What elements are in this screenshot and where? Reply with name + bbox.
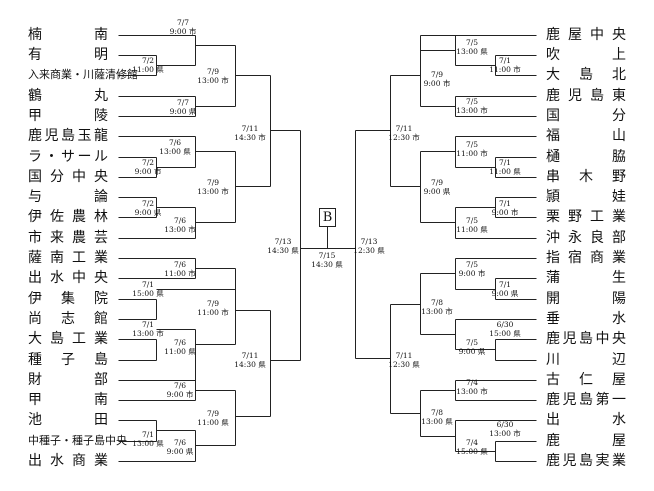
team-right-22: 鹿児島実業 — [546, 453, 626, 469]
team-right-17: 川辺 — [546, 352, 626, 368]
team-left-4: 鶴丸 — [28, 88, 108, 104]
team-left-1: 楠南 — [28, 27, 108, 43]
team-left-16: 大島工業 — [28, 331, 108, 347]
team-right-3: 大島北 — [546, 67, 626, 83]
team-left-10: 伊佐農林 — [28, 209, 108, 225]
team-left-3: 入来商業・川薩清修館 — [28, 68, 138, 81]
team-left-6: 鹿児島玉龍 — [28, 128, 108, 144]
team-left-20: 池田 — [28, 412, 108, 428]
team-right-5: 国分 — [546, 108, 626, 124]
team-right-14: 開陽 — [546, 291, 626, 307]
team-left-11: 市来農芸 — [28, 230, 108, 246]
team-left-15: 尚志館 — [28, 311, 108, 327]
team-right-6: 福山 — [546, 128, 626, 144]
team-left-22: 出水商業 — [28, 453, 108, 469]
team-right-4: 鹿児島東 — [546, 88, 626, 104]
team-left-21: 中種子・種子島中央 — [28, 434, 127, 447]
team-right-2: 吹上 — [546, 47, 626, 63]
team-right-16: 鹿児島中央 — [546, 331, 626, 347]
team-right-9: 頴娃 — [546, 189, 626, 205]
team-right-20: 出水 — [546, 412, 626, 428]
team-right-19: 鹿児島第一 — [546, 392, 626, 408]
team-left-12: 薩南工業 — [28, 250, 108, 266]
team-right-11: 沖永良部 — [546, 230, 626, 246]
team-left-19: 甲南 — [28, 392, 108, 408]
team-left-9: 与論 — [28, 189, 108, 205]
team-left-18: 財部 — [28, 372, 108, 388]
team-right-15: 垂水 — [546, 311, 626, 327]
team-left-14: 伊集院 — [28, 291, 108, 307]
final-box: B — [319, 208, 336, 227]
team-left-5: 甲陵 — [28, 108, 108, 124]
team-right-18: 古仁屋 — [546, 372, 626, 388]
team-right-7: 樋脇 — [546, 149, 626, 165]
team-left-8: 国分中央 — [28, 169, 108, 185]
team-right-21: 鹿屋 — [546, 433, 626, 449]
team-right-13: 蒲生 — [546, 270, 626, 286]
team-right-8: 串木野 — [546, 169, 626, 185]
team-right-12: 指宿商業 — [546, 250, 626, 266]
team-right-10: 栗野工業 — [546, 209, 626, 225]
team-right-1: 鹿屋中央 — [546, 27, 626, 43]
team-left-7: ラ・サール — [28, 149, 108, 165]
team-left-17: 種子島 — [28, 352, 108, 368]
team-left-2: 有明 — [28, 47, 108, 63]
team-left-13: 出水中央 — [28, 270, 108, 286]
